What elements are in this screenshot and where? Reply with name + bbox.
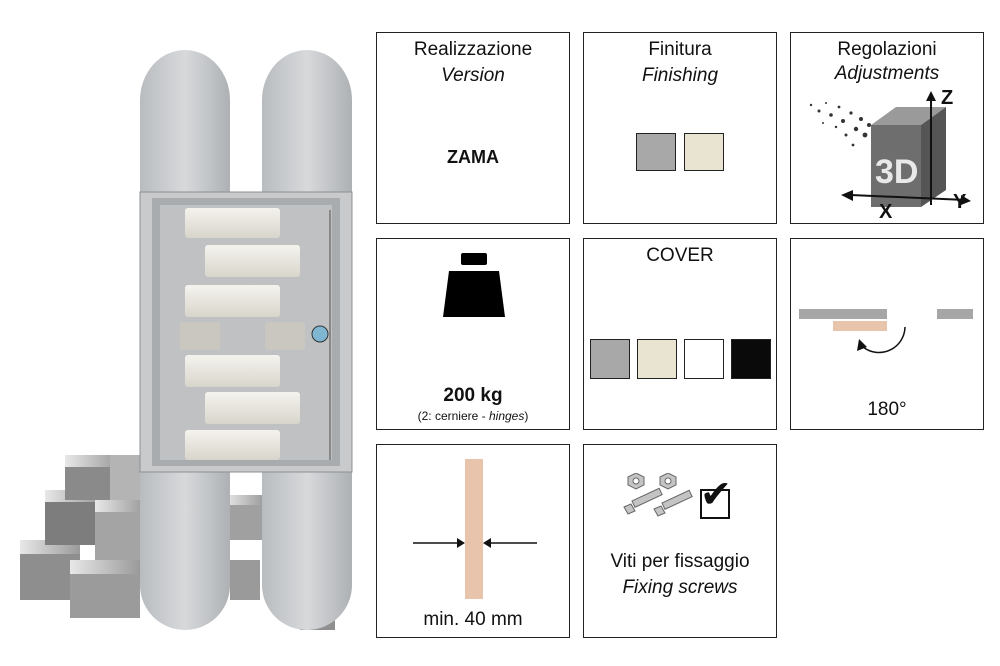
thickness-arrows-icon <box>413 538 537 548</box>
door-section <box>465 459 483 599</box>
card-thickness: min. 40 mm <box>376 444 570 638</box>
finish-swatch-grey <box>636 133 676 171</box>
hinge-product-image <box>20 50 353 630</box>
card-adjustments: Regolazioni Adjustments 3D Z X Y <box>790 32 984 224</box>
card-finishing: Finitura Finishing <box>583 32 777 224</box>
load-note-em: hinges <box>488 409 525 423</box>
screws-icon <box>623 473 693 517</box>
checkmark-icon: ✔ <box>700 474 732 516</box>
card-opening-angle: 180° <box>790 238 984 430</box>
axis-x-label: X <box>879 201 893 223</box>
load-note-prefix: (2: cerniere - <box>417 409 489 423</box>
screws-title-en: Fixing screws <box>622 577 738 598</box>
cover-swatch-black <box>731 339 771 379</box>
hinge-knuckles <box>180 208 305 460</box>
card-load: 200 kg (2: cerniere - hinges) <box>376 238 570 430</box>
finish-swatch-cream <box>684 133 724 171</box>
adjustments-title-en: Adjustments <box>834 63 940 84</box>
axis-z-label: Z <box>941 87 954 109</box>
opening-angle-label: 180° <box>867 399 907 420</box>
3d-badge: 3D <box>875 153 919 191</box>
finishing-title-en: Finishing <box>641 65 719 86</box>
door-opening-icon <box>799 309 973 354</box>
card-version: Realizzazione Version ZAMA <box>376 32 570 224</box>
cover-swatch-cream <box>637 339 677 379</box>
screws-title-it: Viti per fissaggio <box>610 551 750 572</box>
version-title-it: Realizzazione <box>413 39 533 60</box>
cubes-decoration <box>20 455 335 630</box>
cover-swatch-white <box>684 339 724 379</box>
cover-swatch-grey <box>590 339 630 379</box>
finishing-title-it: Finitura <box>648 39 712 60</box>
3d-adjustment-icon <box>809 91 971 207</box>
card-screws: ✔ Viti per fissaggio Fixing screws <box>583 444 777 638</box>
load-note-suffix: ) <box>524 409 529 423</box>
load-note: (2: cerniere - hinges) <box>377 409 569 423</box>
cover-title: COVER <box>646 245 714 266</box>
weight-icon <box>443 253 505 317</box>
checkbox-icon <box>700 489 730 519</box>
version-value: ZAMA <box>447 147 499 167</box>
card-cover: COVER <box>583 238 777 430</box>
thickness-label: min. 40 mm <box>423 609 523 630</box>
version-title-en: Version <box>441 65 505 86</box>
load-value: 200 kg <box>443 385 503 406</box>
adjustments-title-it: Regolazioni <box>837 39 937 60</box>
axis-y-label: Y <box>953 191 967 213</box>
